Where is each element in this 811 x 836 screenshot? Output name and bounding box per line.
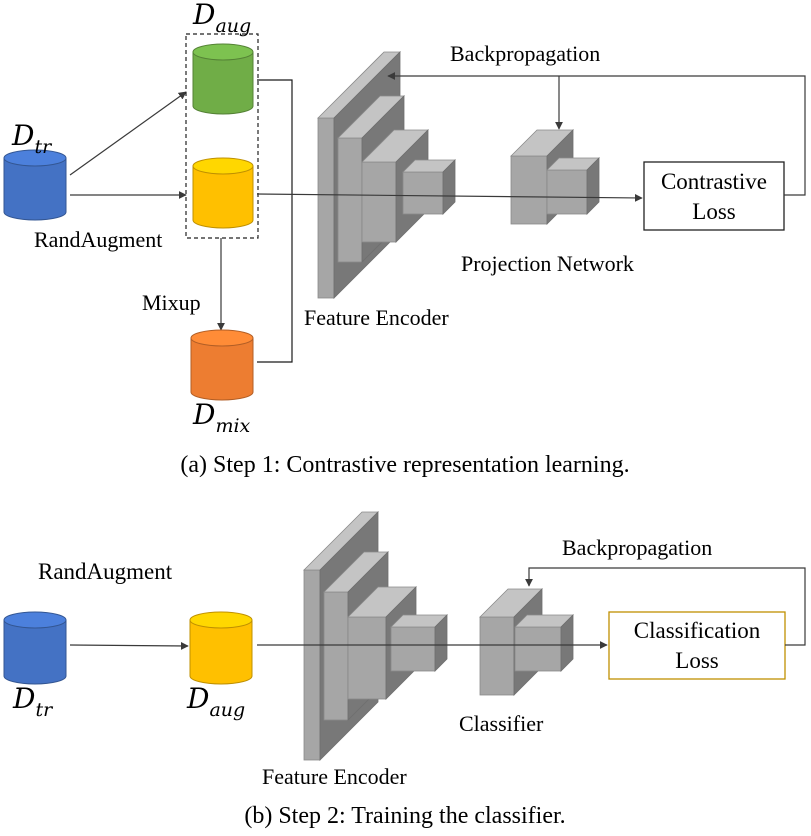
d-aug-yellow-cylinder-b (189, 611, 253, 685)
block-front (361, 161, 397, 243)
block-front (303, 569, 321, 761)
feature-encoder-b (303, 511, 448, 761)
cylinder-top (3, 611, 67, 629)
cylinder-body (189, 620, 253, 685)
backprop-label-b: Backpropagation (562, 535, 712, 560)
contrastive-loss-box (643, 161, 785, 231)
contrastive-loss-line1: Contrastive (661, 169, 767, 194)
block-side (442, 159, 456, 215)
d-mix-label: Dmix (192, 398, 251, 437)
contrastive-loss-line2: Loss (692, 199, 736, 224)
d-mix-orange-cylinder (190, 329, 254, 401)
projection-network-label: Projection Network (461, 251, 634, 276)
caption-b: (b) Step 2: Training the classifier. (244, 803, 565, 829)
backprop-label-a: Backpropagation (450, 41, 600, 66)
backprop-path-b (525, 567, 806, 646)
cylinder-body (3, 158, 67, 221)
cylinder-top (192, 43, 254, 61)
d-aug-yellow-cylinder (192, 157, 254, 229)
block-front (323, 591, 349, 721)
d-tr-cylinder-a (3, 149, 67, 221)
classifier-label: Classifier (459, 711, 544, 736)
arrow-dtr-to-daug-a (69, 91, 187, 176)
classification-loss-line2: Loss (675, 648, 719, 673)
bracket-line-a (257, 79, 293, 363)
panel-a: Dtr RandAugment Daug Mixup Dmix Feature … (3, 0, 806, 478)
feature-encoder-a (317, 51, 456, 299)
mixup-label: Mixup (142, 290, 201, 315)
d-aug-label-b: Daug (186, 682, 245, 721)
block-front (514, 626, 562, 672)
block-side (560, 614, 574, 672)
block-front (510, 155, 548, 225)
block-front (337, 137, 363, 263)
classification-loss-box (608, 611, 786, 680)
d-aug-dashed-box (185, 33, 259, 239)
block-side (434, 614, 448, 672)
d-tr-label-b: Dtr (12, 682, 54, 721)
backprop-path-a (387, 72, 806, 196)
classifier-block (479, 588, 574, 696)
block-front (402, 171, 444, 215)
block-front (317, 117, 335, 299)
cylinder-top (190, 329, 254, 347)
randaugment-label-b: RandAugment (38, 559, 173, 584)
cylinder-body (192, 166, 254, 229)
block-front (479, 616, 515, 696)
projection-network (510, 129, 600, 225)
arrow-dtr-to-daug-b (69, 641, 189, 650)
block-side (586, 157, 600, 215)
randaugment-label-a: RandAugment (34, 227, 162, 252)
d-aug-label-a: Daug (192, 0, 251, 37)
block-front (390, 626, 436, 672)
cylinder-body (190, 338, 254, 401)
cylinder-top (189, 611, 253, 629)
arrow-to-contrastive-loss (256, 193, 643, 202)
feature-encoder-label-b: Feature Encoder (262, 764, 407, 789)
d-tr-cylinder-b (3, 611, 67, 685)
cylinder-top (192, 157, 254, 175)
block-front (347, 616, 387, 700)
cylinder-body (3, 620, 67, 685)
caption-a: (a) Step 1: Contrastive representation l… (180, 452, 629, 478)
feature-encoder-label-a: Feature Encoder (304, 305, 449, 330)
d-tr-label-a: Dtr (11, 119, 53, 158)
block-front (546, 169, 588, 215)
d-aug-green-cylinder (192, 43, 254, 115)
classification-loss-line1: Classification (634, 618, 761, 643)
panel-b: RandAugment Dtr Daug Feature Encoder Cla… (3, 511, 806, 829)
cylinder-top (3, 149, 67, 167)
cylinder-body (192, 52, 254, 115)
